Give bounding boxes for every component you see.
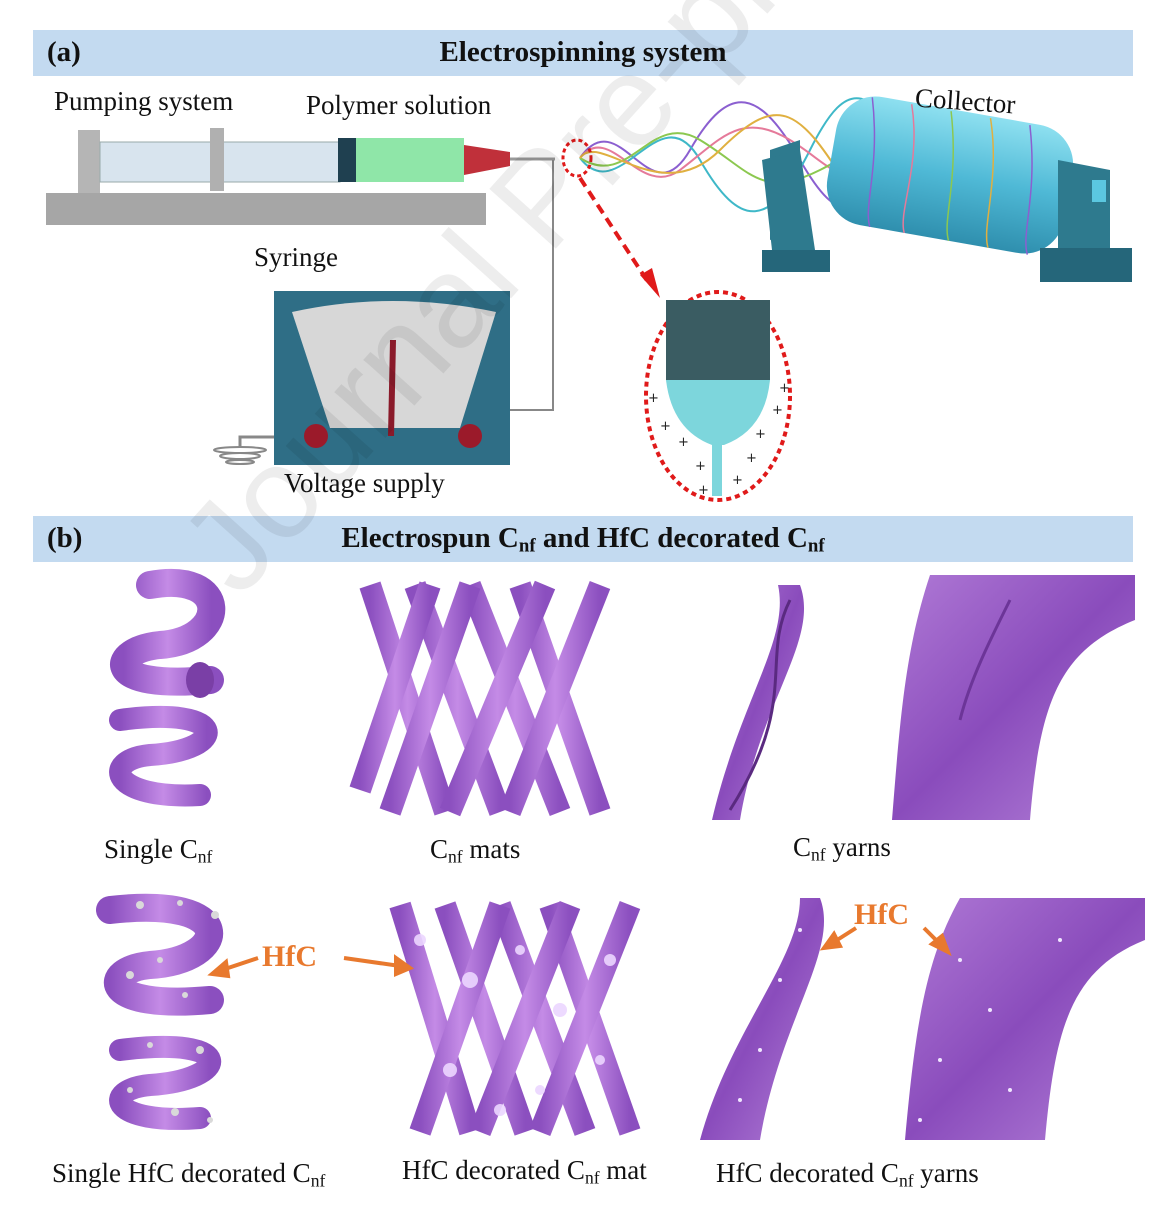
taylor-cone-zoom: +++ +++ +++ + xyxy=(644,290,792,502)
svg-text:+: + xyxy=(732,473,743,488)
pumping-system xyxy=(46,128,486,225)
hfc-label-left: HfC xyxy=(262,940,317,973)
svg-text:+: + xyxy=(648,391,659,406)
svg-text:+: + xyxy=(698,483,709,498)
caption-cnf-yarns: Cnf yarns xyxy=(793,832,891,865)
svg-text:+: + xyxy=(746,451,757,466)
caption-single-cnf: Single Cnf xyxy=(104,834,213,867)
hfc-cnf-yarns-illustration xyxy=(700,898,1145,1140)
single-cnf-illustration xyxy=(109,569,226,807)
panel-a-header: (a) Electrospinning system xyxy=(33,30,1133,76)
caption-hfc-cnf-mat: HfC decorated Cnf mat xyxy=(402,1155,647,1188)
svg-text:+: + xyxy=(755,427,766,442)
cnf-yarns-illustration xyxy=(712,575,1135,820)
high-voltage-wire xyxy=(510,160,554,411)
hfc-label-right: HfC xyxy=(854,898,909,931)
collector-drum xyxy=(762,96,1132,282)
panel-b-letter: (b) xyxy=(47,522,83,554)
hfc-arrows xyxy=(207,926,952,979)
svg-text:+: + xyxy=(660,419,671,434)
svg-text:+: + xyxy=(779,381,790,396)
caption-single-hfc-cnf: Single HfC decorated Cnf xyxy=(52,1158,326,1191)
pumping-system-label: Pumping system xyxy=(54,86,234,116)
voltage-supply xyxy=(213,291,510,465)
panel-b-title: Electrospun Cnf and HfC decorated Cnf xyxy=(341,522,825,557)
zoom-source-circle xyxy=(561,138,593,178)
syringe-label: Syringe xyxy=(254,242,338,272)
voltage-supply-label: Voltage supply xyxy=(284,468,445,498)
svg-text:+: + xyxy=(678,435,689,450)
single-hfc-cnf-illustration xyxy=(96,893,224,1130)
panel-a-letter: (a) xyxy=(47,36,81,68)
panel-a-title: Electrospinning system xyxy=(439,36,727,68)
hfc-cnf-mat-illustration xyxy=(389,900,641,1137)
panel-b-header: (b) Electrospun Cnf and HfC decorated Cn… xyxy=(33,516,1133,562)
caption-hfc-cnf-yarns: HfC decorated Cnf yarns xyxy=(716,1158,979,1191)
syringe xyxy=(338,138,555,182)
cnf-mats-illustration xyxy=(349,580,611,817)
caption-cnf-mats: Cnf mats xyxy=(430,834,521,867)
polymer-solution-label: Polymer solution xyxy=(306,90,492,120)
fiber-jets xyxy=(579,97,941,213)
zoom-arrow xyxy=(578,176,650,284)
svg-text:+: + xyxy=(695,459,706,474)
svg-text:+: + xyxy=(772,403,783,418)
